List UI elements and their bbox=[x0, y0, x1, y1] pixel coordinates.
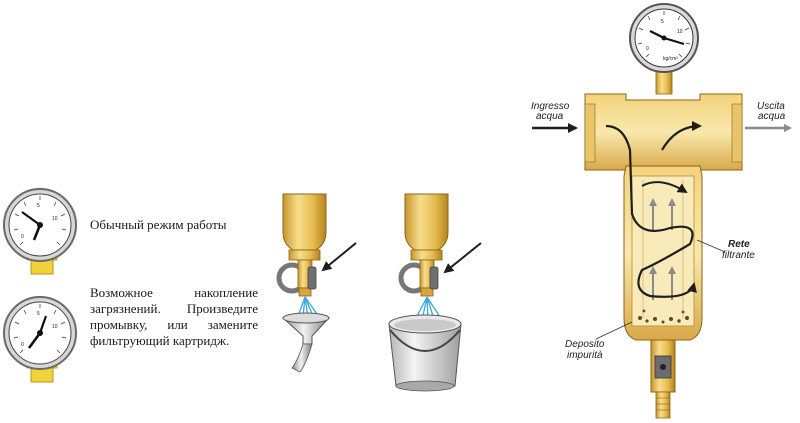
label-inlet-line2: acqua bbox=[536, 111, 564, 122]
label-deposit-line1: Deposito bbox=[565, 339, 605, 350]
big-gauge-num-mid: 5 bbox=[661, 19, 664, 25]
gauge-clogged-num-min: 0 bbox=[21, 342, 24, 348]
gauge-normal-needle bbox=[21, 211, 41, 226]
pointer-arrow-funnel bbox=[321, 242, 357, 272]
filter-cross-section: 0 5 10 kg/cm² bbox=[532, 3, 792, 419]
label-outlet-line2: acqua bbox=[758, 111, 786, 122]
gauge-normal: 0 5 10 bbox=[3, 188, 77, 275]
pointer-arrow-bucket bbox=[443, 242, 482, 274]
big-gauge-num-max: 10 bbox=[677, 29, 683, 35]
label-mesh-line1: Rete bbox=[728, 239, 750, 250]
gauge-normal-num-max: 10 bbox=[52, 216, 58, 222]
label-inlet-line1: Ingresso bbox=[531, 101, 570, 112]
flush-funnel-illustration bbox=[276, 193, 330, 373]
gauge-clogged-num-mid: 5 bbox=[37, 311, 40, 317]
label-mesh-line2: filtrante bbox=[722, 250, 755, 261]
gauge-clogged: 0 5 10 bbox=[3, 296, 77, 383]
gauge-clogged-needle bbox=[38, 315, 48, 334]
label-outlet-line1: Uscita bbox=[757, 101, 785, 112]
flush-bucket-illustration bbox=[388, 193, 462, 392]
caption-clogged-mode: Возможное накопление загрязнений. Произв… bbox=[90, 285, 258, 348]
big-gauge-unit: kg/cm² bbox=[663, 56, 678, 62]
gauge-clogged-num-max: 10 bbox=[52, 324, 58, 330]
label-deposit-line2: impurità bbox=[567, 350, 603, 361]
big-gauge-needle bbox=[663, 37, 685, 45]
gauge-normal-num-mid: 5 bbox=[37, 203, 40, 209]
caption-normal-mode: Обычный режим работы bbox=[90, 217, 227, 232]
gauge-normal-num-min: 0 bbox=[21, 234, 24, 240]
big-gauge-num-min: 0 bbox=[646, 46, 649, 52]
